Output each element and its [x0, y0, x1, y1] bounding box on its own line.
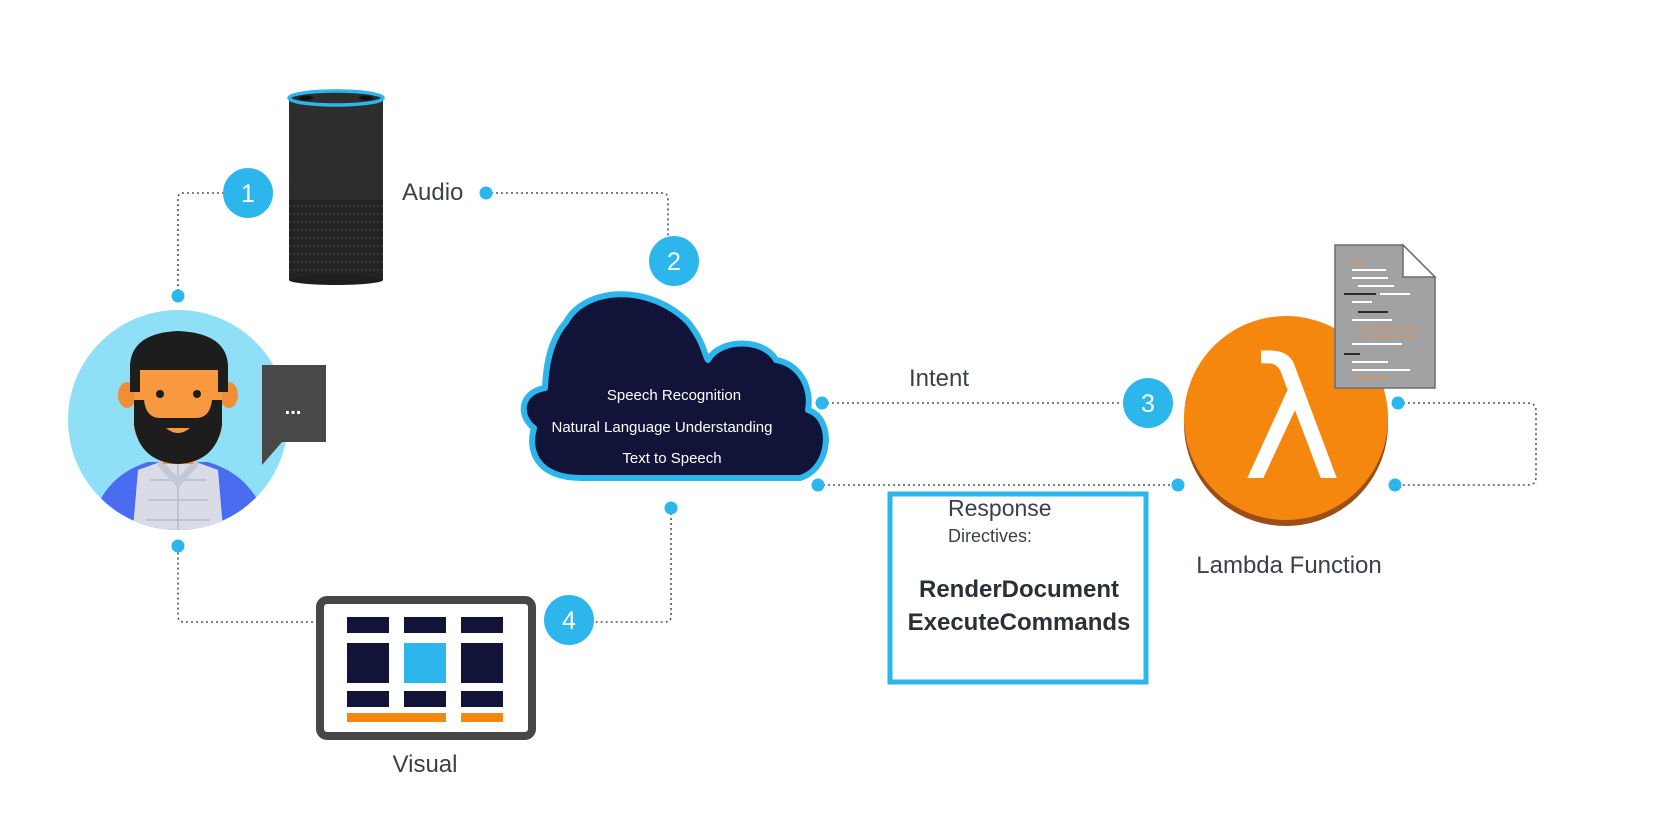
cloud-shape: [520, 291, 829, 481]
lambda-label: Lambda Function: [1196, 552, 1381, 579]
command-execute-commands: ExecuteCommands: [908, 609, 1131, 636]
avatar-eye-left: [156, 390, 164, 398]
visual-label: Visual: [393, 751, 458, 778]
step-number: 3: [1141, 390, 1155, 418]
speech-bubble-text: ...: [285, 397, 302, 419]
connector-dot: [1391, 396, 1405, 410]
step-number: 1: [241, 180, 255, 208]
connector-dot: [1171, 478, 1185, 492]
step-number: 4: [562, 607, 576, 635]
connector-dot: [664, 501, 678, 515]
intent-label: Intent: [909, 365, 969, 392]
connector-dot: [171, 289, 185, 303]
document-code-lines: [1344, 261, 1420, 379]
code-document-icon: [1334, 243, 1437, 389]
audio-label: Audio: [402, 179, 463, 206]
step-number: 2: [667, 248, 681, 276]
avatar-eye-right: [193, 390, 201, 398]
connector-dots: [171, 186, 1405, 553]
step-badge-4: 4: [544, 595, 594, 645]
visual-screen-icon: [316, 596, 536, 740]
speaker-grille: [289, 200, 383, 280]
connector-lambda-loop: [1395, 402, 1537, 486]
connector-visual-to-user: [177, 546, 318, 623]
speaker-button: [299, 95, 313, 101]
speech-bubble-icon: [262, 365, 326, 465]
connector-audio-to-cloud: [486, 192, 669, 242]
step-badge-3: 3: [1123, 378, 1173, 428]
lambda-symbol: λ: [1242, 322, 1341, 518]
cloud-tts: Text to Speech: [622, 450, 721, 467]
cloud-nlu: Natural Language Understanding: [552, 419, 773, 436]
avatar-collar: [158, 456, 198, 488]
connector-dot: [479, 186, 493, 200]
response-frame: [887, 491, 1149, 685]
response-box: Response Directives: RenderDocument Exec…: [887, 491, 1149, 685]
document-fold: [1402, 243, 1437, 278]
avatar-mouth: [166, 428, 190, 433]
connector-dot: [1388, 478, 1402, 492]
directives-label: Directives:: [948, 526, 1032, 546]
connector-dot: [811, 478, 825, 492]
cloud-speech-recognition: Speech Recognition: [607, 387, 741, 404]
connector-user-to-speaker: [177, 192, 230, 296]
command-render-document: RenderDocument: [919, 576, 1119, 603]
speaker-base: [289, 275, 383, 285]
response-label: Response: [948, 495, 1052, 521]
connector-dot: [171, 539, 185, 553]
avatar-hair: [130, 331, 228, 392]
alexa-cloud-service: Speech Recognition Natural Language Unde…: [520, 291, 829, 481]
speaker-light-ring: [287, 89, 385, 107]
echo-speaker-icon: [287, 89, 385, 285]
connector-dot: [815, 396, 829, 410]
document-sheet: [1334, 244, 1436, 389]
screen-grid: [347, 617, 503, 722]
connector-cloud-to-visual: [594, 508, 672, 623]
connector-lines: [177, 192, 1537, 623]
user-avatar: ...: [68, 310, 326, 530]
step-badge-2: 2: [649, 236, 699, 286]
step-badge-1: 1: [223, 168, 273, 218]
speaker-button: [359, 95, 373, 101]
